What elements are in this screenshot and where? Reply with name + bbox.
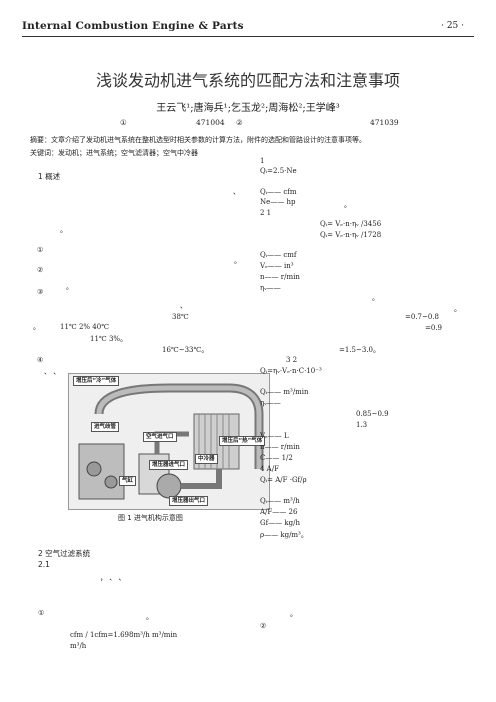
text-fragment: 、 xyxy=(233,188,240,196)
unit-note: cfm / 1cfm=1.698m³/h m³/min xyxy=(70,631,178,639)
text-fragment: ， 、 、 xyxy=(100,574,126,582)
text-fragment: 。 xyxy=(66,283,73,291)
definition: Gf—— kg/h xyxy=(260,519,300,527)
temperature-range: 16℃~33℃。 xyxy=(162,346,209,354)
label-intake-manifold: 进气歧管 xyxy=(91,422,120,432)
list-marker: ② xyxy=(37,266,44,274)
text-fragment: 、 、 xyxy=(44,368,61,376)
definition: Qᵢ—— cfm xyxy=(260,188,297,196)
text-fragment: 。 xyxy=(290,610,297,618)
section-2-heading: 2 空气过滤系统 xyxy=(38,549,91,558)
text-fragment: 。 xyxy=(33,323,40,331)
text-fragment: 、 xyxy=(180,302,187,310)
header-rule xyxy=(22,36,474,37)
definition: ηᵥ—— xyxy=(260,284,281,292)
definition: Qᵢ—— m³/min xyxy=(260,388,309,396)
list-marker: ② xyxy=(260,622,267,630)
temperature-line: 11℃ 2% 40℃ xyxy=(60,323,110,331)
formula-1: Qᵢ=2.5·Ne xyxy=(260,167,297,175)
method-number: 1 xyxy=(260,157,265,165)
list-marker: ① xyxy=(38,609,45,617)
affiliation-code-2: 471039 xyxy=(370,118,399,127)
label-turbo-inlet: 增压器进气口 xyxy=(149,460,189,470)
definition: n—— r/min xyxy=(260,273,300,281)
formula-2a: Qᵢ= Vₑ·n·ηᵥ /3456 xyxy=(320,220,382,228)
formula-2b: Qᵢ= Vₑ·n·ηᵥ /1728 xyxy=(320,231,382,239)
definition: Ne—— hp xyxy=(260,198,296,206)
figure-caption: 图 1 进气机构示意图 xyxy=(118,514,183,522)
formula-4: Qᵢ= A/F ·Gf/ρ xyxy=(260,476,307,484)
label-intercooler: 中冷器 xyxy=(195,454,218,464)
definition: ρ—— kg/m³。 xyxy=(260,531,308,539)
definition: A/F—— 26 xyxy=(260,508,298,516)
definition: Qᵢ—— cmf xyxy=(260,251,297,259)
abstract-text: 摘要：文章介绍了发动机进气系统在整机选型时相关参数的计算方法，附件的选配和管路设… xyxy=(30,136,366,144)
text-fragment: 。 xyxy=(234,257,241,265)
ratio-value: =0.7~0.8 xyxy=(405,313,439,321)
affiliation-mark-2: ② xyxy=(236,118,243,127)
section-2-1-heading: 2.1 xyxy=(38,560,50,569)
text-fragment: 。 xyxy=(372,294,379,302)
text-fragment: 。 xyxy=(454,305,461,313)
definition: ηᵥ—— xyxy=(260,399,281,407)
list-marker: ④ xyxy=(37,356,44,364)
definition: n—— r/min xyxy=(260,443,300,451)
label-hot-air: 增压后“热”气体 xyxy=(219,436,266,446)
page-number: · 25 · xyxy=(441,21,464,31)
temperature-value: 38℃ xyxy=(172,313,189,321)
journal-name: Internal Combustion Engine & Parts xyxy=(22,20,244,32)
section-1-heading: 1 概述 xyxy=(38,172,61,181)
formula-3: Qᵢ=ηᵥ·Vₑ·n·C·10⁻³ xyxy=(260,367,322,375)
text-fragment: 。 xyxy=(146,613,153,621)
ratio-value: =0.9 xyxy=(425,324,442,332)
affiliation-code-1: 471004 xyxy=(196,118,225,127)
definition: Vₑ—— L xyxy=(260,432,289,440)
intake-system-figure: 增压后“冷”气体 进气歧管 空气进气口 中冷器 增压后“热”气体 气缸 增压器进… xyxy=(68,373,270,510)
definition: C—— 1/2 xyxy=(260,454,293,462)
label-cylinder: 气缸 xyxy=(119,476,137,486)
method-number: 2 1 xyxy=(260,209,272,217)
label-air-inlet: 空气进气口 xyxy=(143,432,177,442)
definition: Qᵢ—— m³/h xyxy=(260,497,300,505)
abstract: 摘要：文章介绍了发动机进气系统在整机选型时相关参数的计算方法，附件的选配和管路设… xyxy=(30,134,366,160)
affiliation-mark-1: ① xyxy=(120,118,127,127)
article-title: 浅谈发动机进气系统的匹配方法和注意事项 xyxy=(95,71,400,90)
label-cold-air: 增压后“冷”气体 xyxy=(73,376,120,386)
unit-note: m³/h xyxy=(70,642,87,650)
coefficient-range: 0.85~0.9 xyxy=(356,410,389,418)
text-fragment: 。 xyxy=(60,226,67,234)
list-marker: ③ xyxy=(37,288,44,296)
text-fragment: 。 xyxy=(344,201,351,209)
temperature-line: 11℃ 3%。 xyxy=(90,335,128,343)
method-number: 4 A/F xyxy=(260,465,279,473)
label-turbo-outlet: 增压器出气口 xyxy=(169,496,209,506)
list-marker: ① xyxy=(37,246,44,254)
definition: Vₑ—— in³ xyxy=(260,262,294,270)
author-list: 王云飞¹;唐海兵¹;乞玉龙²;周海松²;王学峰³ xyxy=(156,103,340,114)
method-number: 3 2 xyxy=(286,356,298,364)
keywords: 关键词：发动机；进气系统；空气滤清器；空气中冷器 xyxy=(30,149,198,157)
ratio-value: =1.5~3.0。 xyxy=(339,346,380,354)
coefficient-value: 1.3 xyxy=(356,421,368,429)
